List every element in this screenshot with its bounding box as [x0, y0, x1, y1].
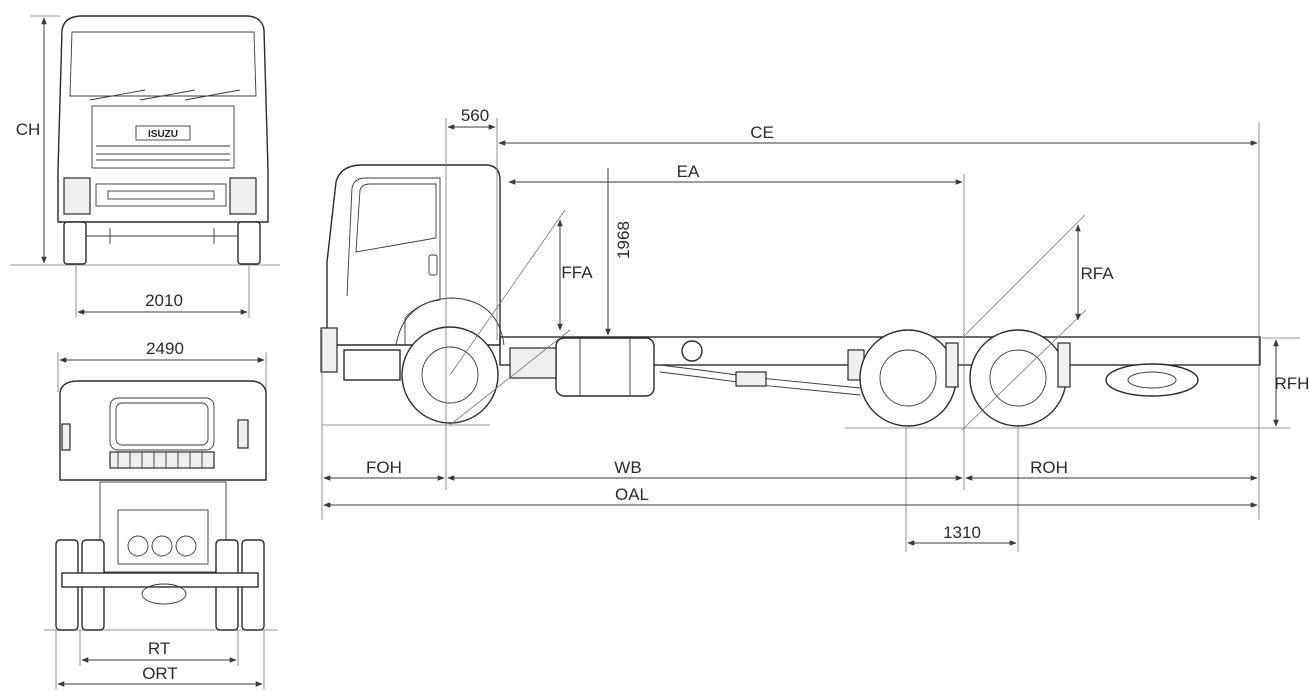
- brand-logo: ISUZU: [148, 129, 178, 140]
- roh-dimension: ROH: [965, 458, 1258, 481]
- ce-label: CE: [750, 123, 774, 142]
- ort-dimension: ORT: [55, 630, 265, 690]
- ffa-dimension: FFA: [557, 219, 593, 331]
- tandem-spacing-label: 1310: [943, 523, 981, 542]
- front-view: ISUZU: [10, 15, 280, 266]
- rfa-dimension: RFA: [1075, 224, 1114, 321]
- oal-label: OAL: [615, 485, 649, 504]
- overall-width-label: 2490: [146, 339, 184, 358]
- roh-label: ROH: [1030, 458, 1068, 477]
- wb-label: WB: [614, 458, 641, 477]
- ch-label: CH: [16, 120, 41, 139]
- rt-dimension: RT: [79, 630, 239, 666]
- rfa-label: RFA: [1080, 264, 1114, 283]
- front-track-dimension: 2010: [75, 266, 250, 318]
- foh-dimension: FOH: [323, 458, 445, 481]
- frame-height-dimension: 1968: [605, 168, 633, 336]
- ea-label: EA: [677, 162, 700, 181]
- overall-width-dimension: 2490: [57, 339, 267, 392]
- ce-dimension: CE: [498, 123, 1258, 146]
- rt-label: RT: [148, 639, 170, 658]
- cab-offset-dimension: 560: [447, 106, 496, 130]
- cab-offset-label: 560: [461, 106, 489, 125]
- reference-lines: [321, 118, 1300, 552]
- rear-view: [44, 380, 278, 631]
- rfh-dimension: RFH: [1273, 339, 1309, 427]
- side-view: [320, 164, 1290, 429]
- ea-dimension: EA: [508, 162, 963, 185]
- front-track-label: 2010: [145, 291, 183, 310]
- rfh-label: RFH: [1275, 374, 1309, 393]
- foh-label: FOH: [366, 458, 402, 477]
- ch-dimension: CH: [16, 15, 60, 264]
- wb-dimension: WB: [447, 458, 963, 481]
- frame-height-label: 1968: [614, 221, 633, 259]
- oal-dimension: OAL: [323, 485, 1258, 508]
- ort-label: ORT: [142, 664, 178, 683]
- ffa-label: FFA: [561, 263, 593, 282]
- tandem-spacing-dimension: 1310: [907, 523, 1017, 546]
